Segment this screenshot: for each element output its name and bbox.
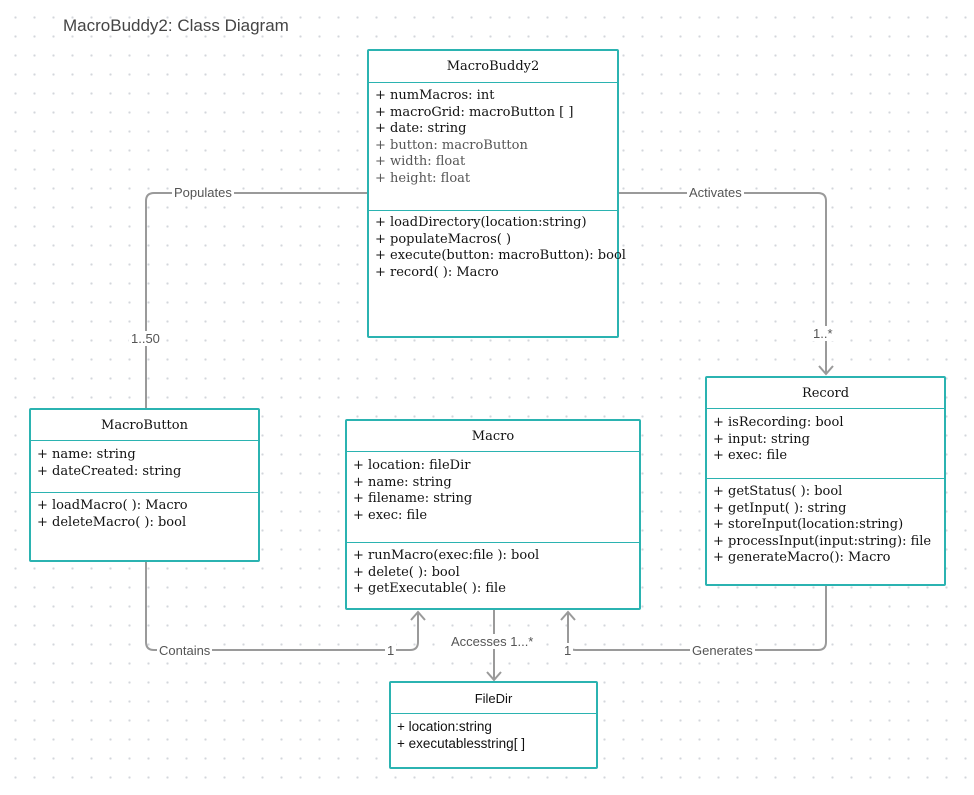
attribute: + exec: file [713, 448, 788, 463]
activates-multiplicity: 1..* [811, 326, 835, 341]
activates-label: Activates [687, 185, 744, 200]
attribute: + width: float [375, 154, 466, 169]
method: + loadMacro( ): Macro [37, 498, 188, 513]
method: + getInput( ): string [713, 500, 847, 516]
class-macro[interactable]: Macro + location: fileDir + name: string… [345, 419, 641, 610]
diagram-title: MacroBuddy2: Class Diagram [63, 16, 289, 35]
method: + delete( ): bool [353, 564, 460, 580]
populates-multiplicity: 1..50 [129, 331, 162, 346]
attribute: + location:string [397, 719, 492, 734]
attribute: + location: fileDir [353, 458, 471, 473]
contains-multiplicity: 1 [385, 643, 397, 658]
method: + record( ): Macro [375, 264, 499, 280]
generates-arrowhead [560, 610, 576, 621]
class-name: MacroBuddy2 [369, 51, 617, 83]
attributes-section: + isRecording: bool + input: string + ex… [707, 409, 944, 478]
methods-section: + loadMacro( ): Macro + deleteMacro( ): … [31, 492, 258, 534]
methods-section: + getStatus( ): bool + getInput( ): stri… [707, 478, 944, 570]
method: + storeInput(location:string) [713, 517, 904, 532]
accesses-arrowhead [486, 671, 502, 682]
attribute: + isRecording: bool [713, 415, 844, 430]
attribute: + input: string [713, 431, 810, 447]
accesses-label: Accesses 1...* [449, 634, 536, 649]
generates-multiplicity: 1 [562, 643, 574, 658]
attributes-section: + location: fileDir + name: string + fil… [347, 452, 639, 542]
attribute: + macroGrid: macroButton [ ] [375, 104, 574, 120]
attributes-section: + name: string + dateCreated: string [31, 441, 258, 492]
attribute: + name: string [353, 474, 452, 490]
method: + getExecutable( ): file [353, 581, 506, 596]
class-name: FileDir [391, 683, 596, 714]
class-macrobutton[interactable]: MacroButton + name: string + dateCreated… [29, 408, 260, 562]
contains-label: Contains [157, 643, 213, 658]
method: + runMacro(exec:file ): bool [353, 548, 540, 563]
attribute: + height: float [375, 170, 471, 186]
contains-connector[interactable] [145, 562, 419, 651]
attribute: + exec: file [353, 507, 428, 523]
method: + getStatus( ): bool [713, 484, 843, 499]
method: + deleteMacro( ): bool [37, 514, 187, 530]
attribute: + filename: string [353, 491, 473, 506]
class-record[interactable]: Record + isRecording: bool + input: stri… [705, 376, 946, 586]
method: + execute(button: macroButton): bool [375, 248, 626, 263]
class-name: MacroButton [31, 410, 258, 441]
class-name: Record [707, 378, 944, 409]
attribute: + executablesstring[ ] [397, 735, 525, 751]
attribute: + date: string [375, 121, 467, 136]
class-name: Macro [347, 421, 639, 452]
method: + populateMacros( ) [375, 231, 512, 247]
attributes-section: + location:string + executablesstring[ ] [391, 714, 596, 755]
generates-label: Generates [690, 643, 755, 658]
methods-section: + runMacro(exec:file ): bool + delete( )… [347, 542, 639, 601]
class-filedir[interactable]: FileDir + location:string + executabless… [389, 681, 598, 769]
methods-section: + loadDirectory(location:string) + popul… [369, 210, 626, 284]
method: + processInput(input:string): file [713, 533, 932, 549]
activates-connector[interactable] [618, 192, 827, 374]
populates-label: Populates [172, 185, 234, 200]
attributes-section: + numMacros: int + macroGrid: macroButto… [369, 83, 617, 210]
contains-arrowhead [410, 610, 426, 621]
populates-connector[interactable] [145, 192, 368, 410]
method: + generateMacro(): Macro [713, 550, 891, 565]
attribute: + button: macroButton [375, 137, 528, 153]
attribute: + numMacros: int [375, 88, 495, 103]
activates-arrowhead [818, 365, 834, 376]
class-macrobuddy2[interactable]: MacroBuddy2 + numMacros: int + macroGrid… [367, 49, 626, 338]
attribute: + name: string [37, 447, 136, 462]
method: + loadDirectory(location:string) [375, 215, 587, 230]
attribute: + dateCreated: string [37, 463, 182, 479]
